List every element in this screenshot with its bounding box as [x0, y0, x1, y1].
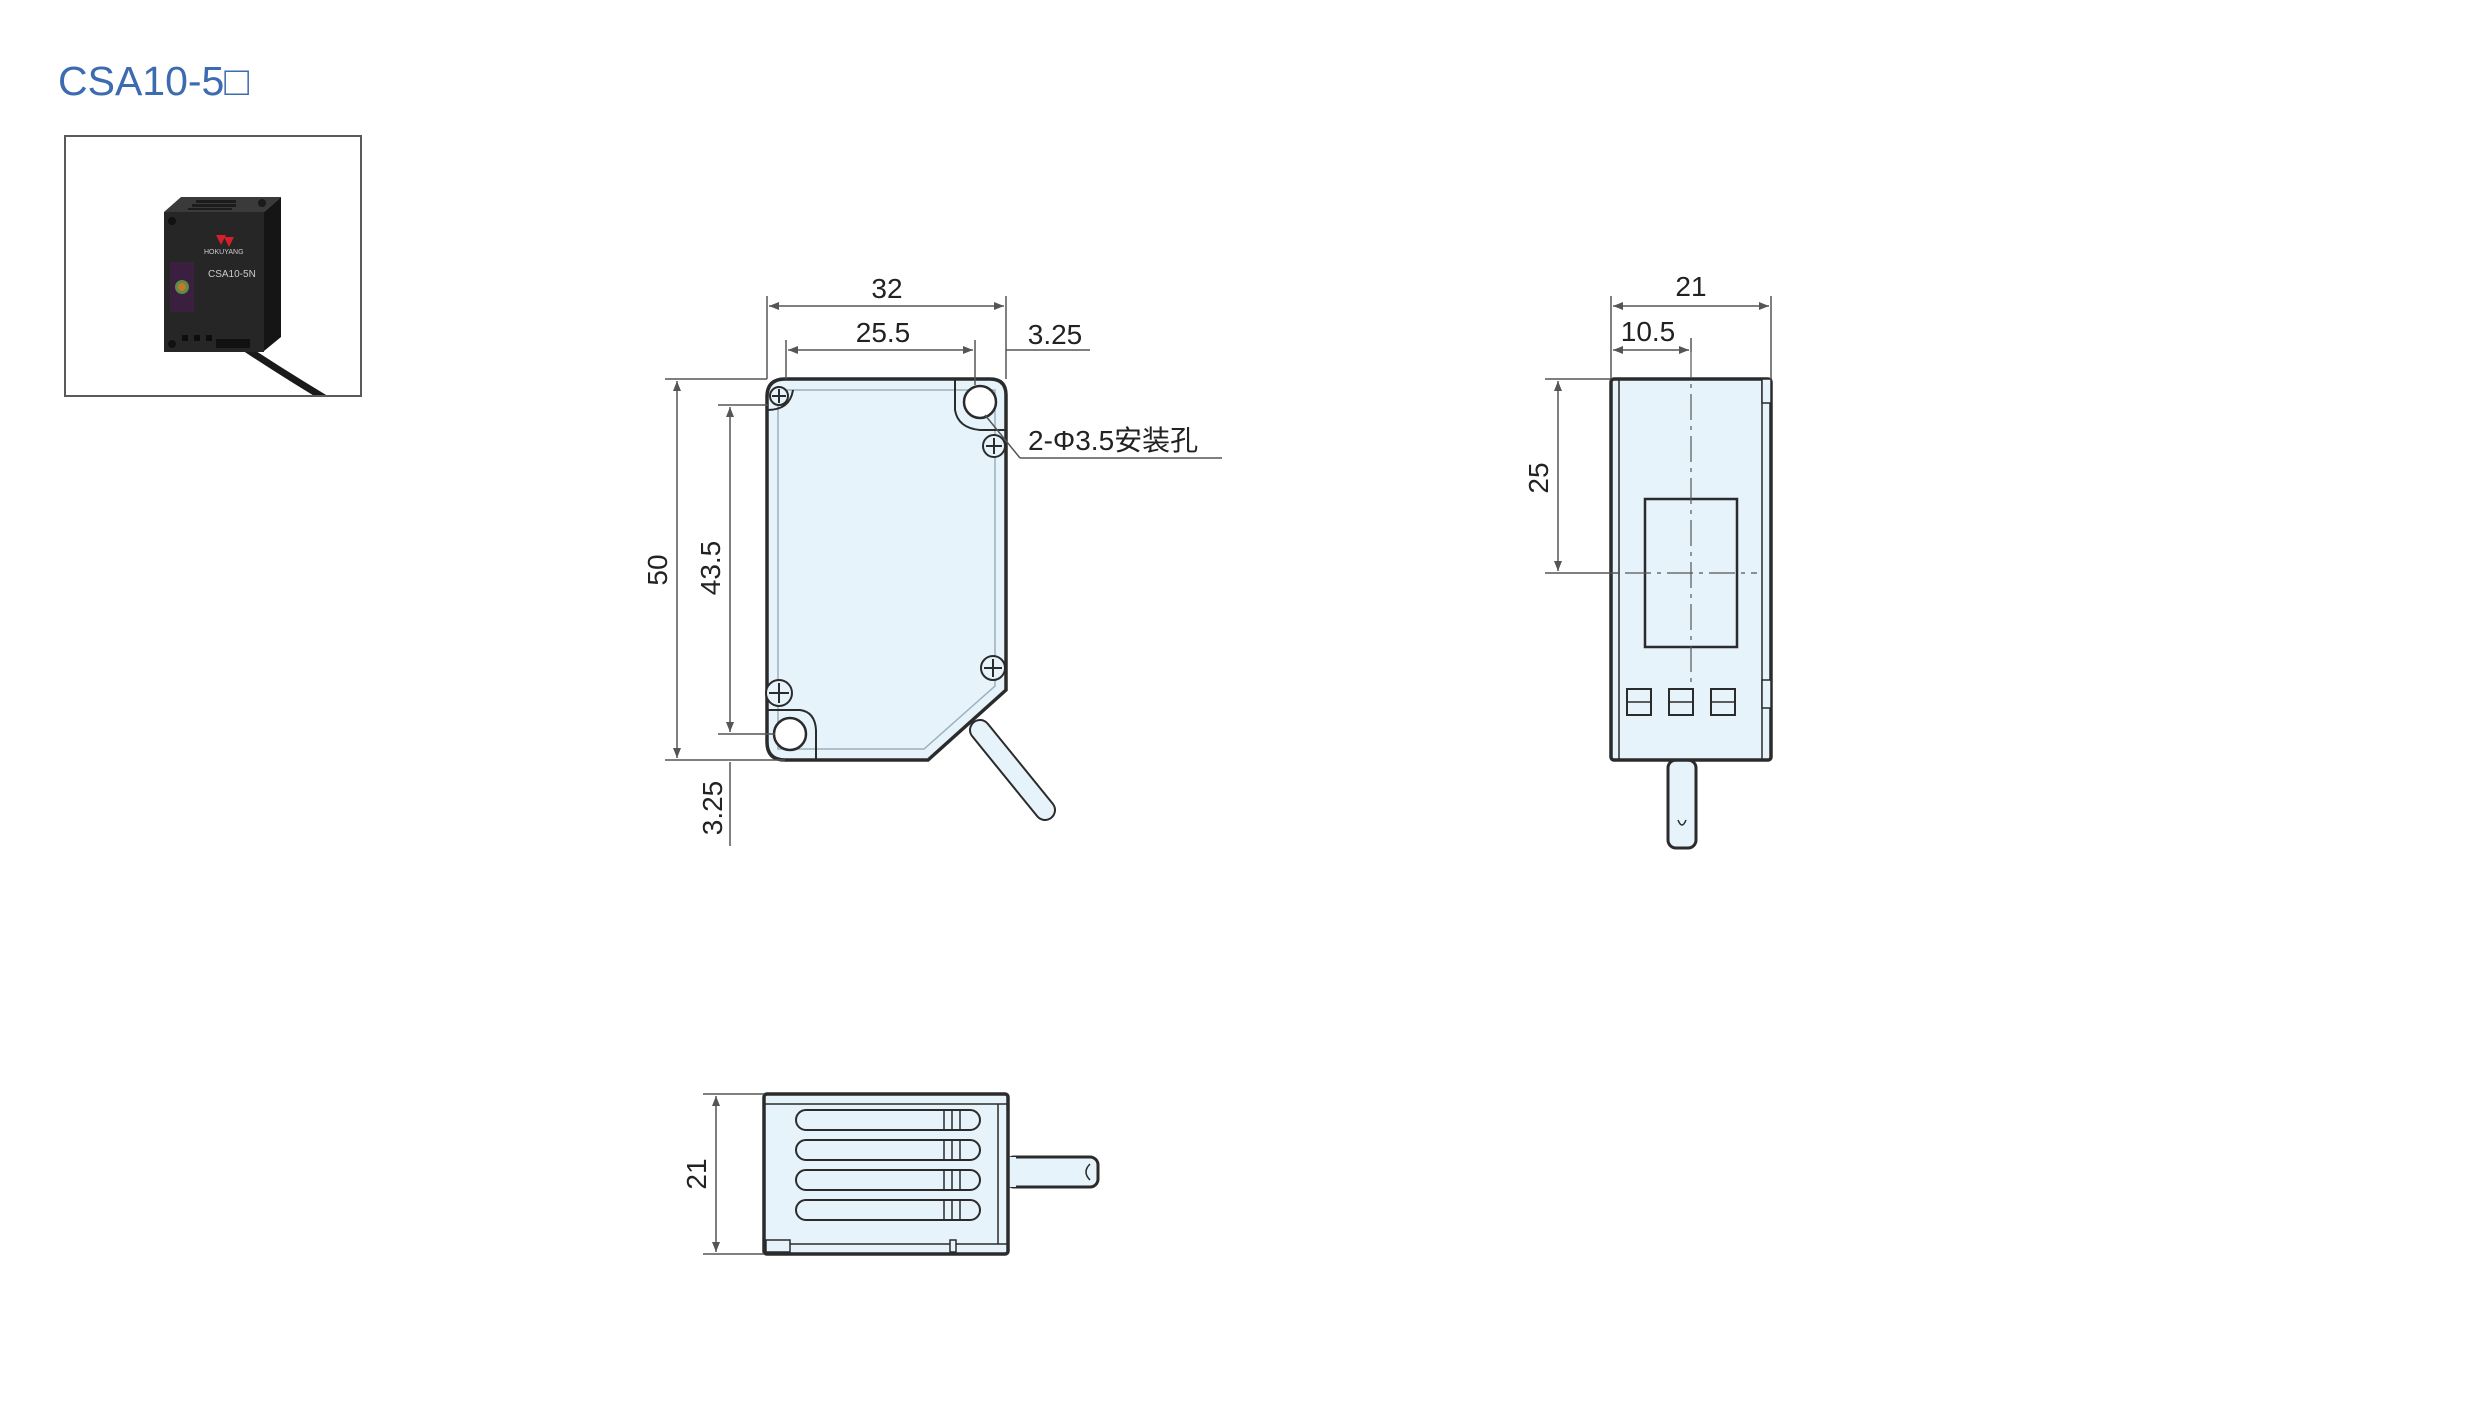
product-photo: HOKUYANG CSA10-5N [64, 135, 362, 397]
side-dim-half-width: 10.5 [1621, 316, 1676, 347]
front-view: 32 25.5 3.25 2-Φ3.5安装孔 50 43.5 3.25 [642, 273, 1222, 846]
side-view: 21 10.5 25 [1523, 271, 1773, 850]
photo-brand-text: HOKUYANG [204, 249, 244, 256]
dim-height: 50 [642, 554, 673, 585]
product-title: CSA10-5□ [58, 58, 250, 104]
side-dim-width: 21 [1675, 271, 1706, 302]
hole-note: 2-Φ3.5安装孔 [1028, 425, 1198, 456]
dim-hole-spacing-height: 43.5 [695, 541, 726, 596]
dim-hole-spacing-width: 25.5 [856, 317, 911, 348]
side-dim-optical-center: 25 [1523, 462, 1554, 493]
bottom-view: 21 [681, 1092, 1100, 1256]
dim-edge-offset: 3.25 [1028, 319, 1083, 350]
photo-model-text: CSA10-5N [208, 269, 256, 280]
dim-bottom-offset: 3.25 [697, 781, 728, 836]
bottom-dim-depth: 21 [681, 1158, 712, 1189]
sensor-photo-illustration: HOKUYANG CSA10-5N [164, 197, 327, 395]
dim-width: 32 [871, 273, 902, 304]
